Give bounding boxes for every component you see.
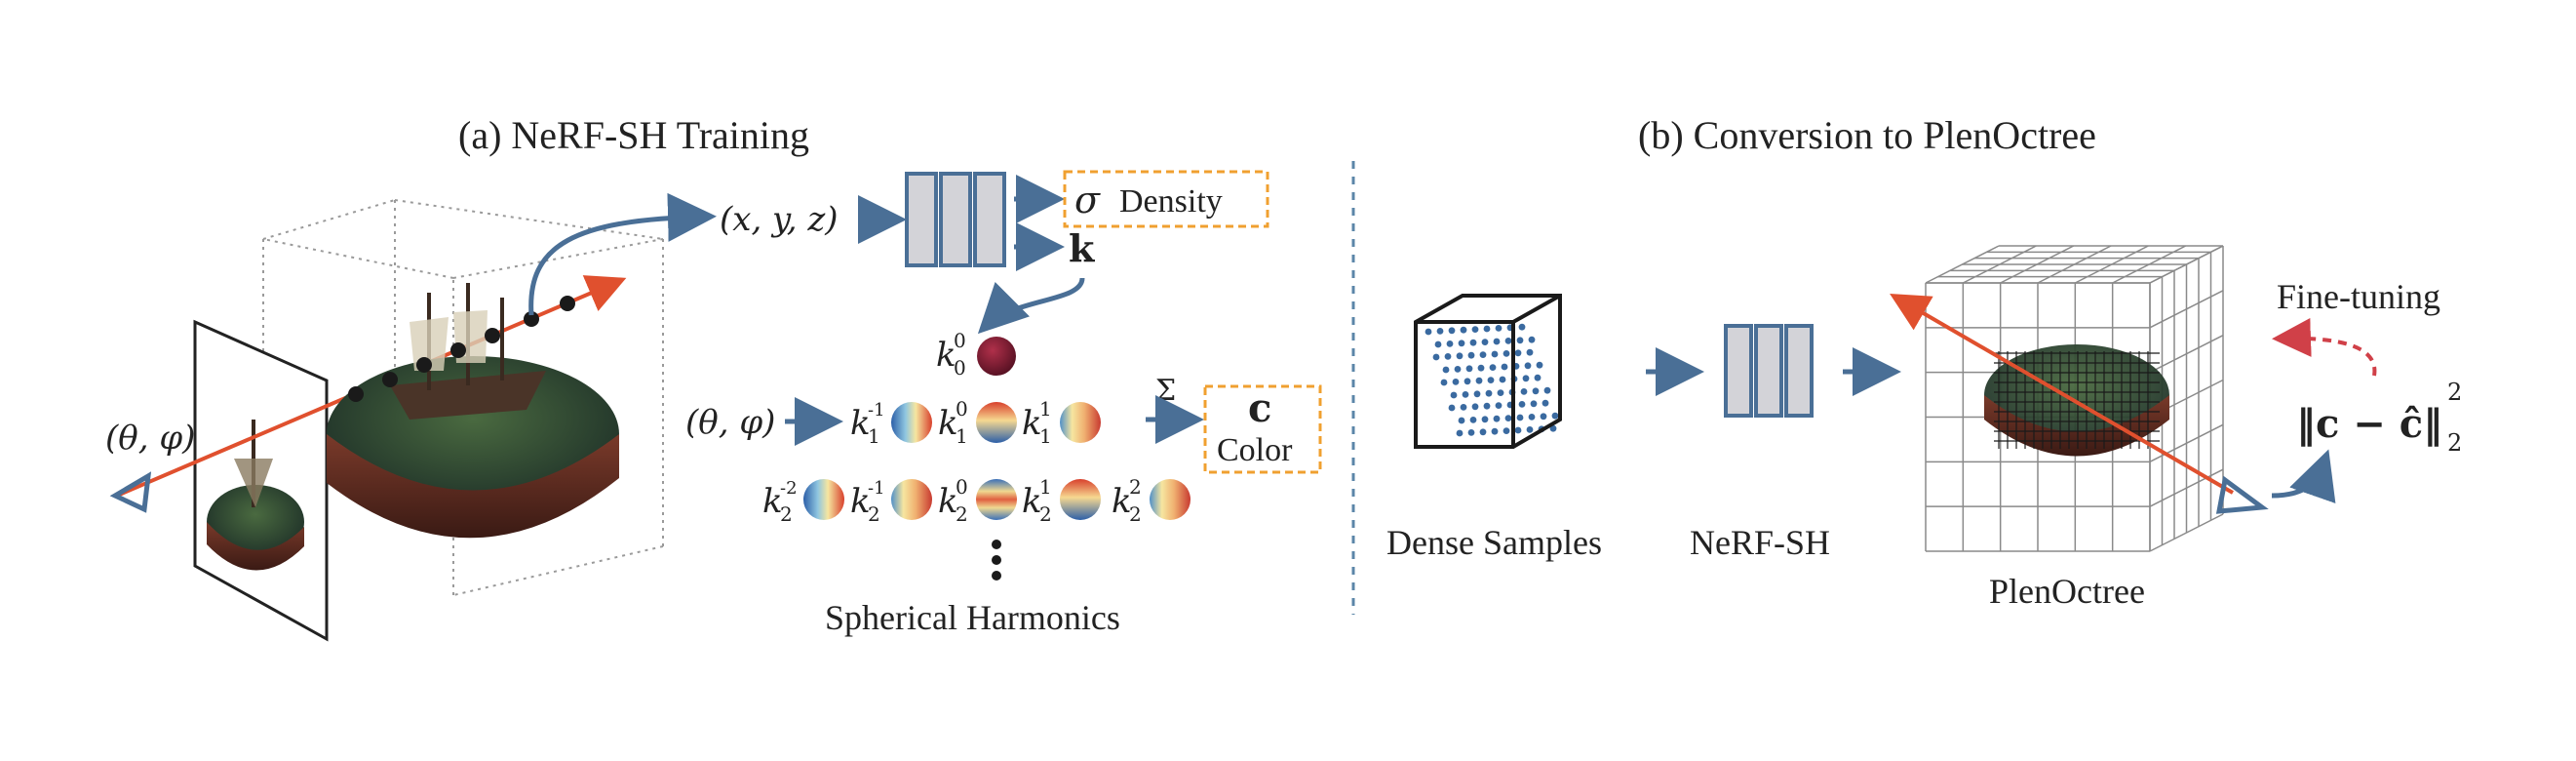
svg-text:1: 1 — [868, 424, 880, 448]
k-symbol: k — [1069, 226, 1095, 270]
svg-text:k: k — [1112, 482, 1132, 521]
panel-b-title: (b) Conversion to PlenOctree — [1638, 113, 2096, 157]
fine-tuning-label: Fine-tuning — [2277, 277, 2440, 316]
svg-text:k: k — [1022, 404, 1042, 443]
nerf-sh-mlp-block — [1724, 324, 1814, 418]
svg-text:k: k — [762, 482, 783, 521]
svg-text:1: 1 — [1039, 424, 1052, 448]
sh-coeff-k00: k 0 0 — [936, 329, 1016, 380]
loss-superscript: 2 — [2447, 379, 2462, 406]
sh-sphere-l2-m-2 — [803, 479, 844, 520]
octree-ray — [1890, 293, 2235, 495]
svg-text:2: 2 — [956, 502, 968, 526]
sh-sphere-l1-m-1 — [891, 402, 932, 443]
sh-sphere-l2-m1 — [1060, 479, 1101, 520]
sh-coeff-k2m1: k -1 2 — [850, 478, 932, 526]
sh-sphere-l2-m2 — [1150, 479, 1190, 520]
svg-text:k: k — [850, 482, 871, 521]
ship-scene — [327, 283, 619, 539]
sh-sphere-l1-m0 — [976, 402, 1017, 443]
sh-view-direction-label: (θ, φ) — [685, 403, 775, 442]
svg-text:0: 0 — [954, 356, 966, 380]
svg-text:1: 1 — [1039, 397, 1052, 421]
octree-camera-arrowhead — [2215, 475, 2269, 514]
spherical-harmonics-label: Spherical Harmonics — [825, 598, 1120, 637]
dense-samples-label: Dense Samples — [1386, 523, 1602, 562]
svg-text:2: 2 — [1129, 502, 1142, 526]
sh-coeff-k11: k 1 1 — [1022, 397, 1101, 448]
density-label: Density — [1119, 183, 1223, 220]
render-to-loss-arrow — [2271, 449, 2336, 504]
svg-text:0: 0 — [956, 475, 968, 499]
nerf-mlp-block — [905, 172, 1006, 267]
svg-text:2: 2 — [780, 502, 793, 526]
sample-to-mlp-arrow — [528, 192, 717, 316]
dense-samples-cube — [1414, 294, 1562, 449]
sh-sphere-l0 — [977, 337, 1016, 376]
color-label: Color — [1217, 432, 1293, 468]
fine-tuning-arrow — [2272, 317, 2377, 377]
plenoctree-grid — [1925, 245, 2224, 552]
svg-text:-1: -1 — [868, 400, 885, 421]
svg-text:-1: -1 — [868, 478, 885, 499]
svg-text:0: 0 — [956, 397, 968, 421]
sh-coeff-k21: k 1 2 — [1022, 475, 1101, 526]
loss-expression: ‖c − ĉ‖ — [2296, 401, 2442, 447]
svg-text:2: 2 — [868, 502, 880, 526]
image-plane — [193, 319, 329, 642]
density-box — [1063, 170, 1269, 228]
svg-text:-2: -2 — [780, 478, 798, 499]
svg-text:k: k — [938, 482, 958, 521]
loss-subscript: 2 — [2447, 429, 2462, 457]
plenoctree-label: PlenOctree — [1989, 572, 2145, 611]
svg-text:1: 1 — [1039, 475, 1052, 499]
nerf-sh-label: NeRF-SH — [1690, 523, 1830, 562]
sh-coeff-k1m1: k -1 1 — [850, 400, 932, 448]
sigma-symbol: σ — [1074, 179, 1101, 221]
sh-coeff-k2m2: k -2 2 — [762, 478, 844, 526]
ray-sample-points — [348, 296, 575, 402]
sh-sphere-l2-m-1 — [891, 479, 932, 520]
sh-coeff-k10: k 0 1 — [938, 397, 1017, 448]
camera-arrowhead — [109, 471, 152, 513]
sum-symbol: Σ — [1155, 374, 1176, 408]
svg-text:k: k — [1022, 482, 1042, 521]
sh-ellipsis — [992, 540, 1001, 581]
sh-coeff-k20: k 0 2 — [938, 475, 1017, 526]
position-label: (x, y, z) — [720, 200, 839, 239]
svg-text:0: 0 — [954, 329, 966, 352]
sh-sphere-l2-m0 — [976, 479, 1017, 520]
k-to-coeffs-arrow — [977, 277, 1085, 335]
color-box — [1203, 384, 1322, 474]
svg-text:k: k — [938, 404, 958, 443]
svg-text:k: k — [936, 336, 956, 375]
panel-a-title: (a) NeRF-SH Training — [458, 113, 809, 157]
svg-text:k: k — [850, 404, 871, 443]
view-direction-label: (θ, φ) — [105, 419, 195, 458]
svg-text:1: 1 — [956, 424, 968, 448]
svg-text:2: 2 — [1039, 502, 1052, 526]
sh-coeff-k22: k 2 2 — [1112, 475, 1190, 526]
color-c-symbol: c — [1248, 385, 1271, 431]
sh-sphere-l1-m1 — [1060, 402, 1101, 443]
svg-text:2: 2 — [1129, 475, 1142, 499]
